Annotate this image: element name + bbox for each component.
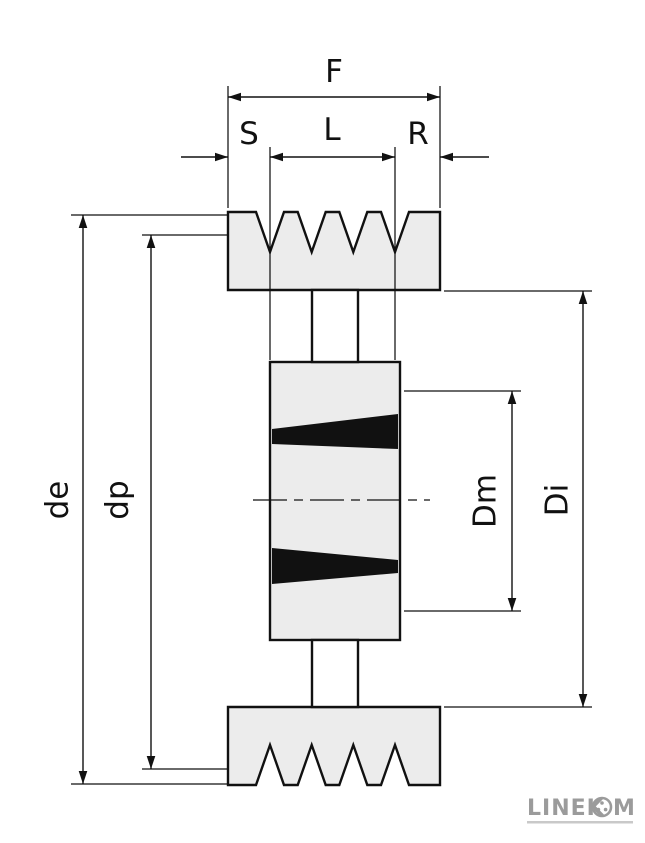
dim-arrow	[382, 152, 395, 162]
taper-wedge-top	[272, 414, 398, 449]
label-dm: Dm	[468, 474, 504, 528]
dimension-dp: dp	[100, 234, 227, 770]
label-di: Di	[540, 484, 576, 516]
dimension-slr: S L R	[181, 112, 489, 360]
brand-logo: LINEK M	[527, 796, 636, 824]
dim-arrow	[427, 92, 440, 102]
label-s: S	[239, 116, 259, 152]
dim-arrow	[507, 391, 517, 404]
label-r: R	[407, 116, 429, 152]
dim-arrow	[578, 694, 588, 707]
dim-arrow	[78, 771, 88, 784]
bottom-flange	[226, 705, 442, 787]
dim-arrow	[146, 235, 156, 248]
dim-arrow	[578, 291, 588, 304]
dim-arrow	[270, 152, 283, 162]
dim-arrow	[507, 598, 517, 611]
pulley-cross-section	[226, 210, 442, 787]
dimension-di: Di	[444, 290, 592, 708]
taper-wedge-bottom	[272, 548, 398, 584]
dimension-dm: Dm	[404, 390, 521, 612]
label-l: L	[323, 112, 341, 148]
top-flange	[226, 210, 442, 292]
bottom-hub-neck	[310, 638, 360, 709]
label-de: de	[40, 481, 76, 520]
label-dp: dp	[100, 480, 136, 519]
dimension-de: de	[40, 214, 227, 785]
logo-text-left: LINEK	[527, 796, 605, 821]
logo-text-right: M	[613, 796, 636, 821]
dim-arrow	[78, 215, 88, 228]
dim-arrow	[146, 756, 156, 769]
label-f: F	[325, 54, 343, 90]
dim-arrow	[440, 152, 453, 162]
circle-emblem-icon	[591, 796, 613, 818]
dim-arrow	[215, 152, 228, 162]
dimension-f: F	[227, 54, 441, 208]
dim-arrow	[228, 92, 241, 102]
bushing-body	[268, 360, 402, 642]
logo-tagline-placeholder	[527, 821, 633, 824]
top-hub-neck	[310, 288, 360, 364]
